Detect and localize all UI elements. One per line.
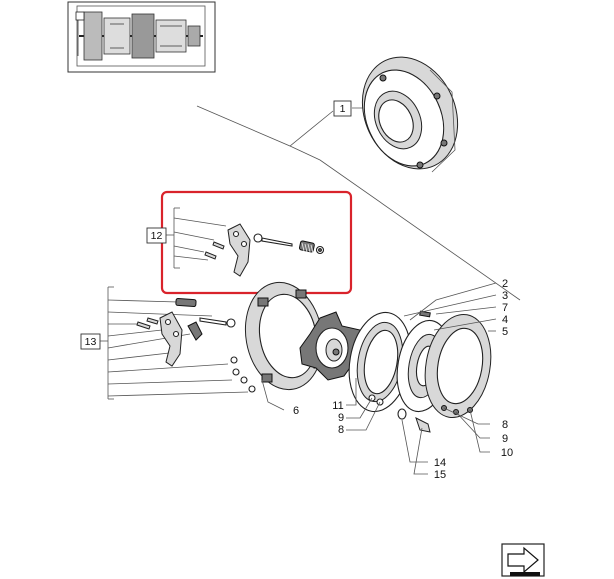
- callout-2: 2: [502, 278, 508, 290]
- group-12-bracket: [166, 207, 227, 269]
- clutch-cover-housing: [361, 56, 459, 173]
- callout-11: 11: [332, 400, 343, 412]
- callout-3: 3: [502, 290, 508, 302]
- callout-box-13-label: 13: [85, 336, 97, 348]
- adjusting-nut-part: [315, 245, 325, 255]
- bolt-part: [199, 317, 236, 328]
- friction-ring-part: [348, 311, 412, 413]
- strut-part: [187, 321, 203, 341]
- callout-6: 6: [293, 405, 299, 417]
- callout-box-12[interactable]: 12: [146, 227, 167, 244]
- callout-6-leader: [261, 379, 285, 411]
- right-callout-leaders: [346, 282, 497, 475]
- callout-8-right: 8: [502, 419, 508, 431]
- highlight-box-group-12[interactable]: [160, 190, 353, 295]
- eye-bolt-part: [253, 233, 293, 247]
- lever-spring-part: [175, 297, 197, 308]
- callout-box-1-label: 1: [340, 103, 346, 115]
- callout-7: 7: [502, 302, 508, 314]
- next-page-arrow-icon[interactable]: [501, 543, 545, 577]
- callout-14: 14: [434, 457, 446, 469]
- clutch-disc-part: [299, 311, 365, 381]
- release-lever-part: [227, 223, 251, 277]
- callout-5: 5: [502, 326, 508, 338]
- callout-box-12-label: 12: [151, 230, 163, 242]
- lever-assembly-part: [159, 311, 183, 367]
- overview-thumbnail[interactable]: [67, 1, 216, 73]
- callout-10: 10: [501, 447, 513, 459]
- callout-8-left: 8: [338, 424, 344, 436]
- callout-9-left: 9: [338, 412, 344, 424]
- callout-15: 15: [434, 469, 446, 481]
- callout-box-1[interactable]: 1: [333, 100, 352, 117]
- screw-set-part: [368, 310, 431, 433]
- callout-labels: 2 3 7 4 5 11 9 8 8 9 10 14 15: [332, 278, 513, 481]
- callout-9-right: 9: [502, 433, 508, 445]
- callout-box-13[interactable]: 13: [80, 333, 101, 350]
- callout-4: 4: [502, 314, 508, 326]
- lever-pin-part: [204, 241, 225, 260]
- spring-part: [298, 240, 315, 254]
- callout-1-leaders: [196, 105, 521, 301]
- lever-pins-part: [136, 317, 159, 330]
